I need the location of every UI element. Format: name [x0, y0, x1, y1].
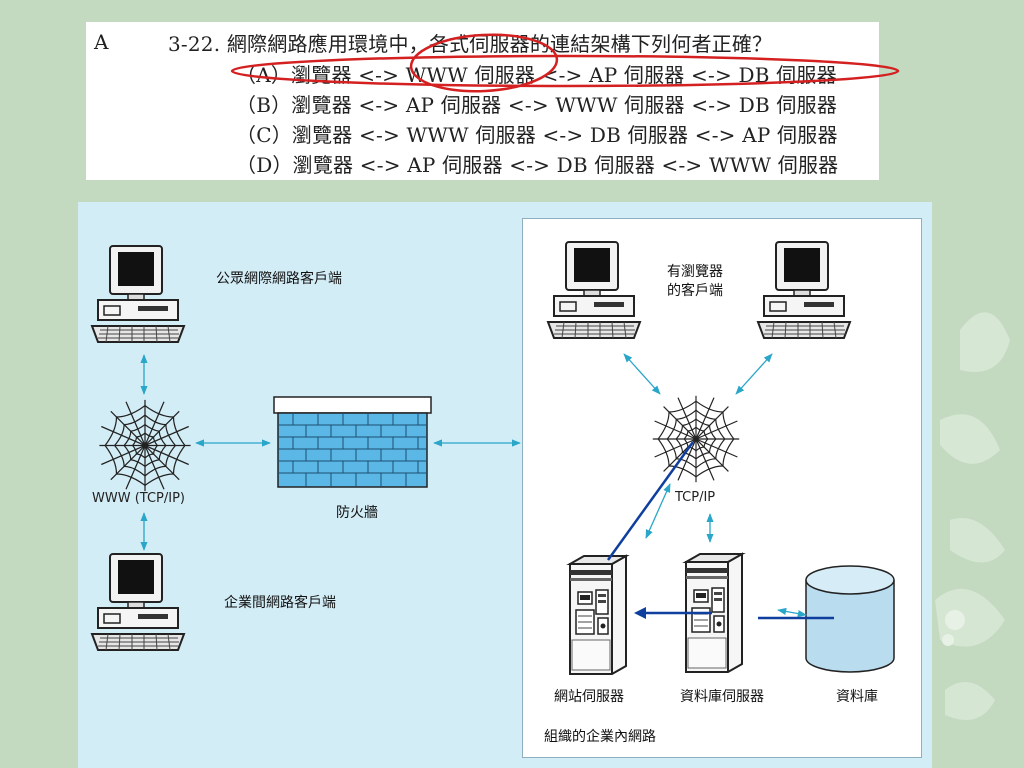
tcpip-label: TCP/IP [675, 490, 716, 505]
network-diagram: 公眾網際網路客戶端 WWW (TCP/IP) 企業間網路客戶端 防火牆 有瀏覽器… [78, 202, 932, 768]
extranet-client-label: 企業間網路客戶端 [224, 595, 336, 611]
question-answer: A [94, 30, 109, 54]
arrow-client-right-tcpip [735, 353, 773, 395]
question-panel: A 3-22. 網際網路應用環境中，各式伺服器的連結架構下列何者正確？ （A）瀏… [86, 22, 879, 180]
option-c: （C）瀏覽器 <-> WWW 伺服器 <-> DB 伺服器 <-> AP 伺服器 [236, 123, 838, 147]
tcpip-network-web-icon [652, 395, 740, 483]
arrowhead-web-server [634, 607, 646, 619]
www-server-highlight-ellipse [409, 33, 559, 93]
www-internet-web-icon [98, 399, 192, 492]
option-b: （B）瀏覽器 <-> AP 伺服器 <-> WWW 伺服器 <-> DB 伺服器 [236, 93, 838, 117]
browser-client-computer-icon-left [547, 241, 641, 339]
arrow-client-left-tcpip [623, 353, 661, 395]
arrow-tcpip-web-server [645, 483, 671, 539]
web-server-label: 網站伺服器 [554, 689, 624, 705]
db-server-label: 資料庫伺服器 [680, 689, 764, 705]
arrow-db-server-database [777, 607, 807, 618]
answer-highlight-marks [230, 33, 900, 93]
web-server-icon [568, 554, 628, 676]
browser-clients-label-line2: 的客戶端 [667, 283, 723, 299]
public-client-computer-icon [91, 245, 185, 343]
diagram-graphics [91, 241, 895, 676]
intranet-label: 組織的企業內網路 [544, 729, 656, 745]
database-cylinder-icon [805, 565, 895, 673]
option-d: （D）瀏覽器 <-> AP 伺服器 <-> DB 伺服器 <-> WWW 伺服器 [236, 153, 839, 177]
browser-clients-label-line1: 有瀏覽器 [667, 264, 723, 280]
firewall-label: 防火牆 [336, 505, 378, 521]
extranet-client-computer-icon [91, 553, 185, 651]
public-client-label: 公眾網際網路客戶端 [216, 271, 342, 287]
database-label: 資料庫 [836, 689, 878, 705]
www-label: WWW (TCP/IP) [92, 491, 185, 506]
option-a-highlight-ellipse [230, 54, 900, 88]
browser-client-computer-icon-right [757, 241, 851, 339]
firewall-brick-wall-icon [273, 396, 432, 488]
link-web-tcpip [606, 441, 695, 561]
